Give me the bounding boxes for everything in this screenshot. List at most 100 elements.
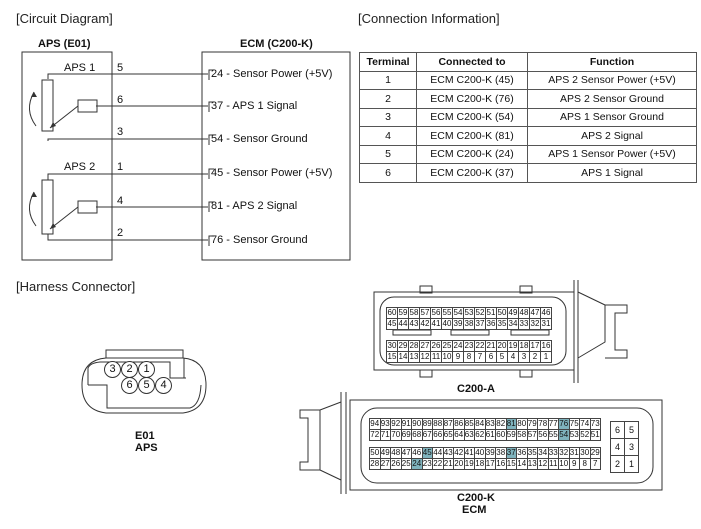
connector-pin: 94: [369, 418, 381, 430]
connector-pin: 44: [432, 447, 444, 459]
cell-terminal: 1: [359, 70, 417, 90]
connector-pin: 66: [432, 429, 444, 441]
connector-pin: 35: [496, 318, 508, 330]
header-connected-to: Connected to: [416, 52, 528, 72]
connector-pin: 34: [507, 318, 519, 330]
connector-pin: 20: [496, 340, 508, 352]
connector-pin: 11: [547, 458, 559, 470]
connector-pin: 11: [430, 351, 442, 363]
connector-pin: 41: [430, 318, 442, 330]
connector-pin: 49: [507, 307, 519, 319]
connector-pin: 42: [419, 318, 431, 330]
ecm-terminal-label: 24 - Sensor Power (+5V): [211, 68, 333, 80]
connector-pin: 54: [452, 307, 464, 319]
connector-pin: 63: [463, 429, 475, 441]
connector-pin: 45: [386, 318, 398, 330]
connector-pin: 42: [453, 447, 465, 459]
connector-pin: 15: [505, 458, 517, 470]
connector-pin: 2: [529, 351, 541, 363]
connector-pin: 7: [474, 351, 486, 363]
e01-aps-label: APS: [135, 442, 158, 454]
connector-pin: 10: [558, 458, 570, 470]
aps2-potentiometer: [41, 179, 54, 235]
cell-function: APS 2 Signal: [527, 126, 697, 146]
connector-pin: 45: [421, 447, 433, 459]
connector-pin: 76: [558, 418, 570, 430]
connector-pin: 21: [442, 458, 454, 470]
connector-pin: 39: [452, 318, 464, 330]
e01-label: E01: [135, 430, 155, 442]
cell-connected-to: ECM C200-K (37): [416, 163, 528, 183]
ecm-terminal-label: 37 - APS 1 Signal: [211, 100, 298, 112]
connector-pin: 51: [485, 307, 497, 319]
connector-pin: 38: [463, 318, 475, 330]
cell-connected-to: ECM C200-K (45): [416, 70, 528, 90]
connector-pin: 14: [397, 351, 409, 363]
cell-connected-to: ECM C200-K (54): [416, 107, 528, 127]
connector-pin: 37: [505, 447, 517, 459]
connector-pin: 30: [386, 340, 398, 352]
connector-pin: 2: [610, 455, 625, 473]
harness-connector-title: [Harness Connector]: [16, 279, 136, 294]
connector-pin: 44: [397, 318, 409, 330]
connector-pin: 48: [518, 307, 530, 319]
connector-pin: 37: [474, 318, 486, 330]
connector-pin: 55: [547, 429, 559, 441]
connector-pin: 17: [529, 340, 541, 352]
pin-label: 6: [117, 94, 124, 106]
connector-pin: 25: [400, 458, 412, 470]
connector-pin: 5: [496, 351, 508, 363]
connector-pin: 33: [547, 447, 559, 459]
connector-pin: 50: [496, 307, 508, 319]
connector-pin: 73: [589, 418, 601, 430]
circuit-diagram-title: [Circuit Diagram]: [16, 11, 113, 26]
wire-pin3: [47, 138, 208, 141]
connector-pin: 23: [463, 340, 475, 352]
connector-pin: 56: [430, 307, 442, 319]
connector-pin: 40: [474, 447, 486, 459]
connector-pin: 43: [442, 447, 454, 459]
cell-connected-to: ECM C200-K (24): [416, 144, 528, 164]
connector-pin: 27: [419, 340, 431, 352]
connector-pin: 81: [505, 418, 517, 430]
connector-pin: 83: [484, 418, 496, 430]
c200k-label: C200-K: [457, 492, 495, 504]
connector-pin: 9: [568, 458, 580, 470]
connector-pin: 56: [537, 429, 549, 441]
connector-pin: 54: [558, 429, 570, 441]
connector-pin: 50: [369, 447, 381, 459]
connector-pin: 46: [411, 447, 423, 459]
connector-pin: 46: [540, 307, 552, 319]
connector-pin: 6: [610, 421, 625, 439]
connector-pin: 58: [516, 429, 528, 441]
connector-pin: 55: [441, 307, 453, 319]
connector-pin: 93: [379, 418, 391, 430]
connector-pin: 33: [518, 318, 530, 330]
connector-pin: 36: [516, 447, 528, 459]
connector-pin: 26: [390, 458, 402, 470]
connector-pin: 39: [484, 447, 496, 459]
connector-pin: 8: [463, 351, 475, 363]
connector-pin: 84: [474, 418, 486, 430]
ecm-box: [201, 51, 351, 261]
connector-pin: 13: [408, 351, 420, 363]
connector-pin: 82: [495, 418, 507, 430]
cell-connected-to: ECM C200-K (81): [416, 126, 528, 146]
connector-pin: 61: [484, 429, 496, 441]
ecm-terminal-label: 81 - APS 2 Signal: [211, 200, 298, 212]
aps-box-title: APS (E01): [38, 38, 91, 50]
pin-label: 5: [117, 62, 124, 74]
connector-pin: 24: [452, 340, 464, 352]
connector-pin: 53: [568, 429, 580, 441]
connector-pin: 90: [411, 418, 423, 430]
connector-pin: 49: [379, 447, 391, 459]
aps1-signal-box: [77, 99, 98, 113]
connector-pin: 51: [589, 429, 601, 441]
